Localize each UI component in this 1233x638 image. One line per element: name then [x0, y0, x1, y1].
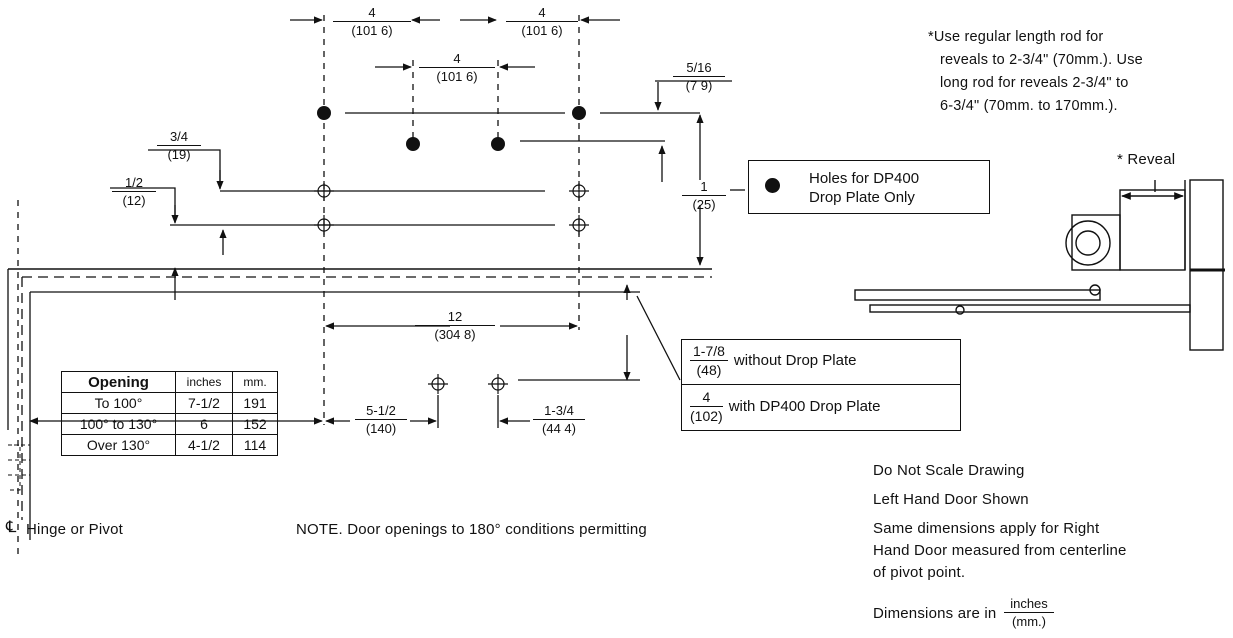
left-hand-note: Left Hand Door Shown [873, 491, 1029, 508]
dim-5-16: 5/16(7 9) [673, 61, 725, 92]
door-opening-note: NOTE. Door openings to 180° conditions p… [296, 521, 647, 538]
dim-3-4: 3/4(19) [157, 130, 201, 161]
dim-1-3-4: 1-3/4(44 4) [533, 404, 585, 435]
col-inches: inches [175, 371, 233, 393]
dims-units-label: Dimensions are in [873, 605, 997, 622]
extension-lines [17, 15, 580, 560]
dims-units-fraction: inches(mm.) [1004, 597, 1054, 628]
drop-plate-row-without: 1-7/8(48) without Drop Plate [690, 344, 857, 377]
dim-1: 1(25) [682, 180, 726, 211]
same-dims-line3: of pivot point. [873, 564, 966, 581]
rod-note-line2: reveals to 2-3/4" (70mm.). Use [940, 52, 1143, 68]
dim-1-2: 1/2(12) [112, 176, 156, 207]
col-opening: Opening [61, 371, 176, 393]
legend-line2: Drop Plate Only [809, 189, 915, 206]
same-dims-line2: Hand Door measured from centerline [873, 542, 1127, 559]
same-dims-line1: Same dimensions apply for Right [873, 520, 1100, 537]
do-not-scale-note: Do Not Scale Drawing [873, 462, 1025, 479]
hinge-label: Hinge or Pivot [26, 521, 124, 538]
rod-note-line4: 6-3/4" (70mm. to 170mm.). [940, 98, 1118, 114]
dim-4-middle: 4(101 6) [419, 52, 495, 83]
dim-4-right: 4(101 6) [506, 6, 578, 37]
rod-note-line1: *Use regular length rod for [928, 29, 1104, 45]
reveal-label: * Reveal [1117, 151, 1176, 168]
dim-4-left: 4(101 6) [333, 6, 411, 37]
drop-plate-box: 1-7/8(48) without Drop Plate 4(102) with… [681, 339, 961, 431]
legend-line1: Holes for DP400 [809, 170, 920, 187]
drop-plate-row-with: 4(102) with DP400 Drop Plate [690, 389, 881, 424]
col-mm: mm. [232, 371, 278, 393]
centerline-symbol: ℄ [6, 519, 17, 536]
filled-hole-icon [765, 178, 780, 193]
mounting-holes [314, 181, 589, 394]
dp400-holes [317, 106, 586, 151]
rod-note-line3: long rod for reveals 2-3/4" to [940, 75, 1129, 91]
dim-5-1-2: 5-1/2(140) [355, 404, 407, 435]
dim-12: 12(304 8) [415, 310, 495, 341]
door-closer-side-view [854, 179, 1225, 351]
